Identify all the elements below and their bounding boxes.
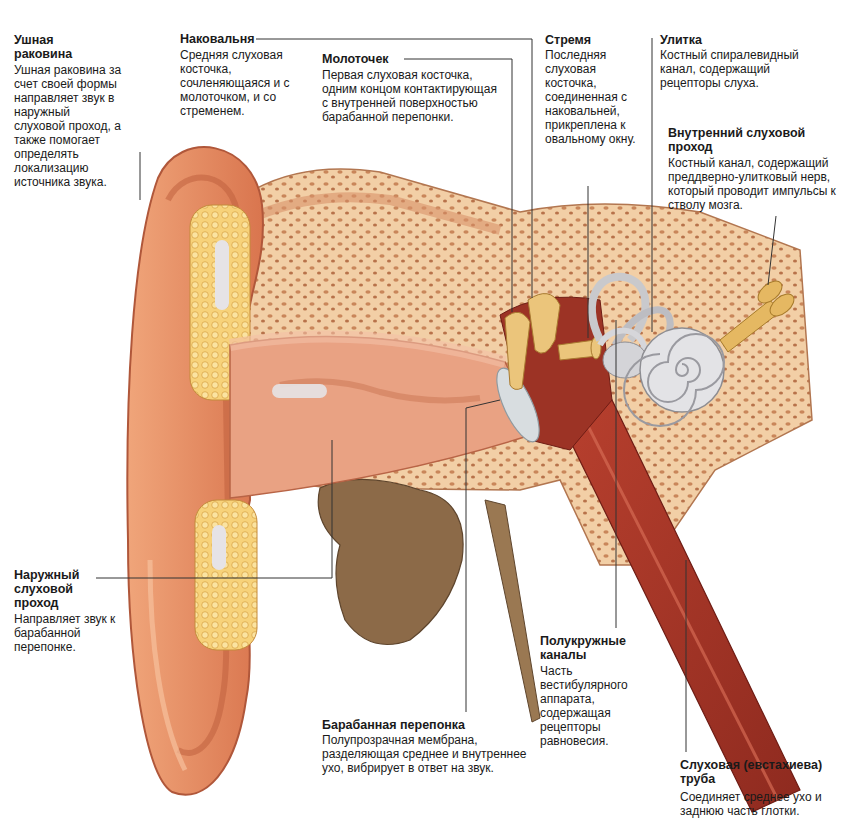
part-description: Полупрозрачная мембрана, разделяющая сре… — [322, 733, 527, 775]
part-heading: Улитка — [660, 33, 780, 47]
part-heading: Молоточек — [322, 52, 412, 66]
part-heading: Наковальня — [180, 32, 270, 46]
part-heading: Слуховая (евстахиева) труба — [680, 758, 850, 786]
part-description: Соединяет среднее ухо и заднюю часть гло… — [680, 790, 852, 818]
part-heading: Полукружные каналы — [540, 634, 655, 662]
part-description: Направляет звук к барабанной перепонке. — [14, 612, 122, 654]
part-description: Ушная раковина за счет своей формы напра… — [14, 63, 122, 189]
part-heading: Наружный слуховой проход — [14, 568, 94, 610]
part-heading: Внутренний слуховой проход — [668, 126, 838, 154]
part-description: Средняя слуховая косточка, сочленяющаяся… — [180, 48, 292, 118]
part-heading: Ушная раковина — [14, 33, 109, 61]
part-description: Костный канал, содержащий преддверно-ули… — [668, 156, 843, 212]
part-heading: Барабанная перепонка — [322, 718, 522, 732]
part-description: Часть вестибулярного аппарата, содержаща… — [540, 664, 660, 748]
part-description: Последняя слуховая косточка, соединенная… — [545, 48, 637, 146]
part-description: Костный спиралевидный канал, содержащий … — [660, 48, 800, 90]
part-description: Первая слуховая косточка, одним концом к… — [322, 68, 502, 124]
part-heading: Стремя — [545, 33, 635, 47]
